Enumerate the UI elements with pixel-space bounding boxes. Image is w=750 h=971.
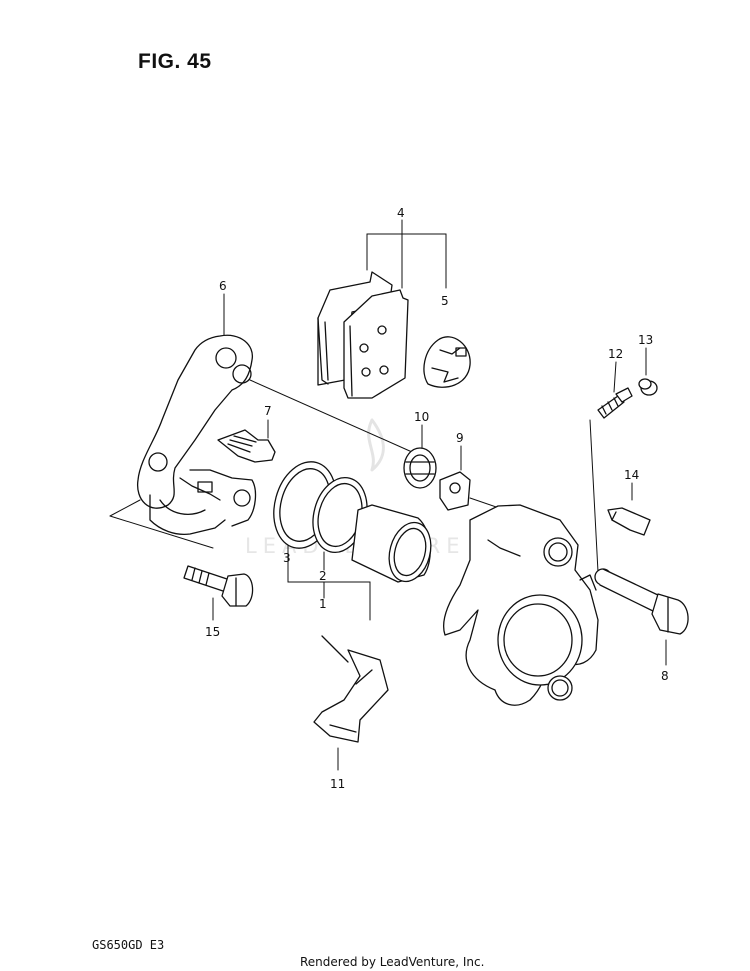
figure-title: FIG. 45 (138, 50, 212, 73)
boot-cap (439, 471, 471, 511)
dust-boot (403, 447, 437, 489)
callout-8: 8 (661, 669, 669, 683)
render-credit: Rendered by LeadVenture, Inc. (300, 955, 485, 969)
piston (351, 504, 432, 583)
callout-7: 7 (264, 404, 272, 418)
callout-12: 12 (608, 347, 623, 361)
pad-spring (217, 429, 276, 463)
bleeder-valve (597, 387, 633, 419)
callout-9: 9 (456, 431, 464, 445)
callout-3: 3 (283, 551, 291, 565)
callout-10: 10 (414, 410, 429, 424)
bracket-bolt (183, 565, 254, 607)
caliper-bracket (137, 334, 257, 536)
retaining-clip (607, 507, 651, 536)
callout-6: 6 (219, 279, 227, 293)
bleeder-cap (638, 378, 658, 396)
model-code: GS650GD E3 (92, 938, 165, 952)
brake-pads (317, 271, 409, 399)
pad-shim (423, 336, 471, 388)
piston-seals (273, 461, 368, 553)
callout-15: 15 (205, 625, 220, 639)
callout-labels: 4 5 6 7 10 9 12 13 14 3 2 1 15 8 11 (205, 206, 669, 791)
callout-4: 4 (397, 206, 405, 220)
callout-1: 1 (319, 597, 327, 611)
callout-5: 5 (441, 294, 449, 308)
callout-11: 11 (330, 777, 345, 791)
callout-2: 2 (319, 569, 327, 583)
pad-retainer (313, 635, 389, 743)
slide-pin-bolt (594, 568, 689, 635)
callout-13: 13 (638, 333, 653, 347)
callout-14: 14 (624, 468, 639, 482)
caliper-housing (443, 504, 599, 706)
